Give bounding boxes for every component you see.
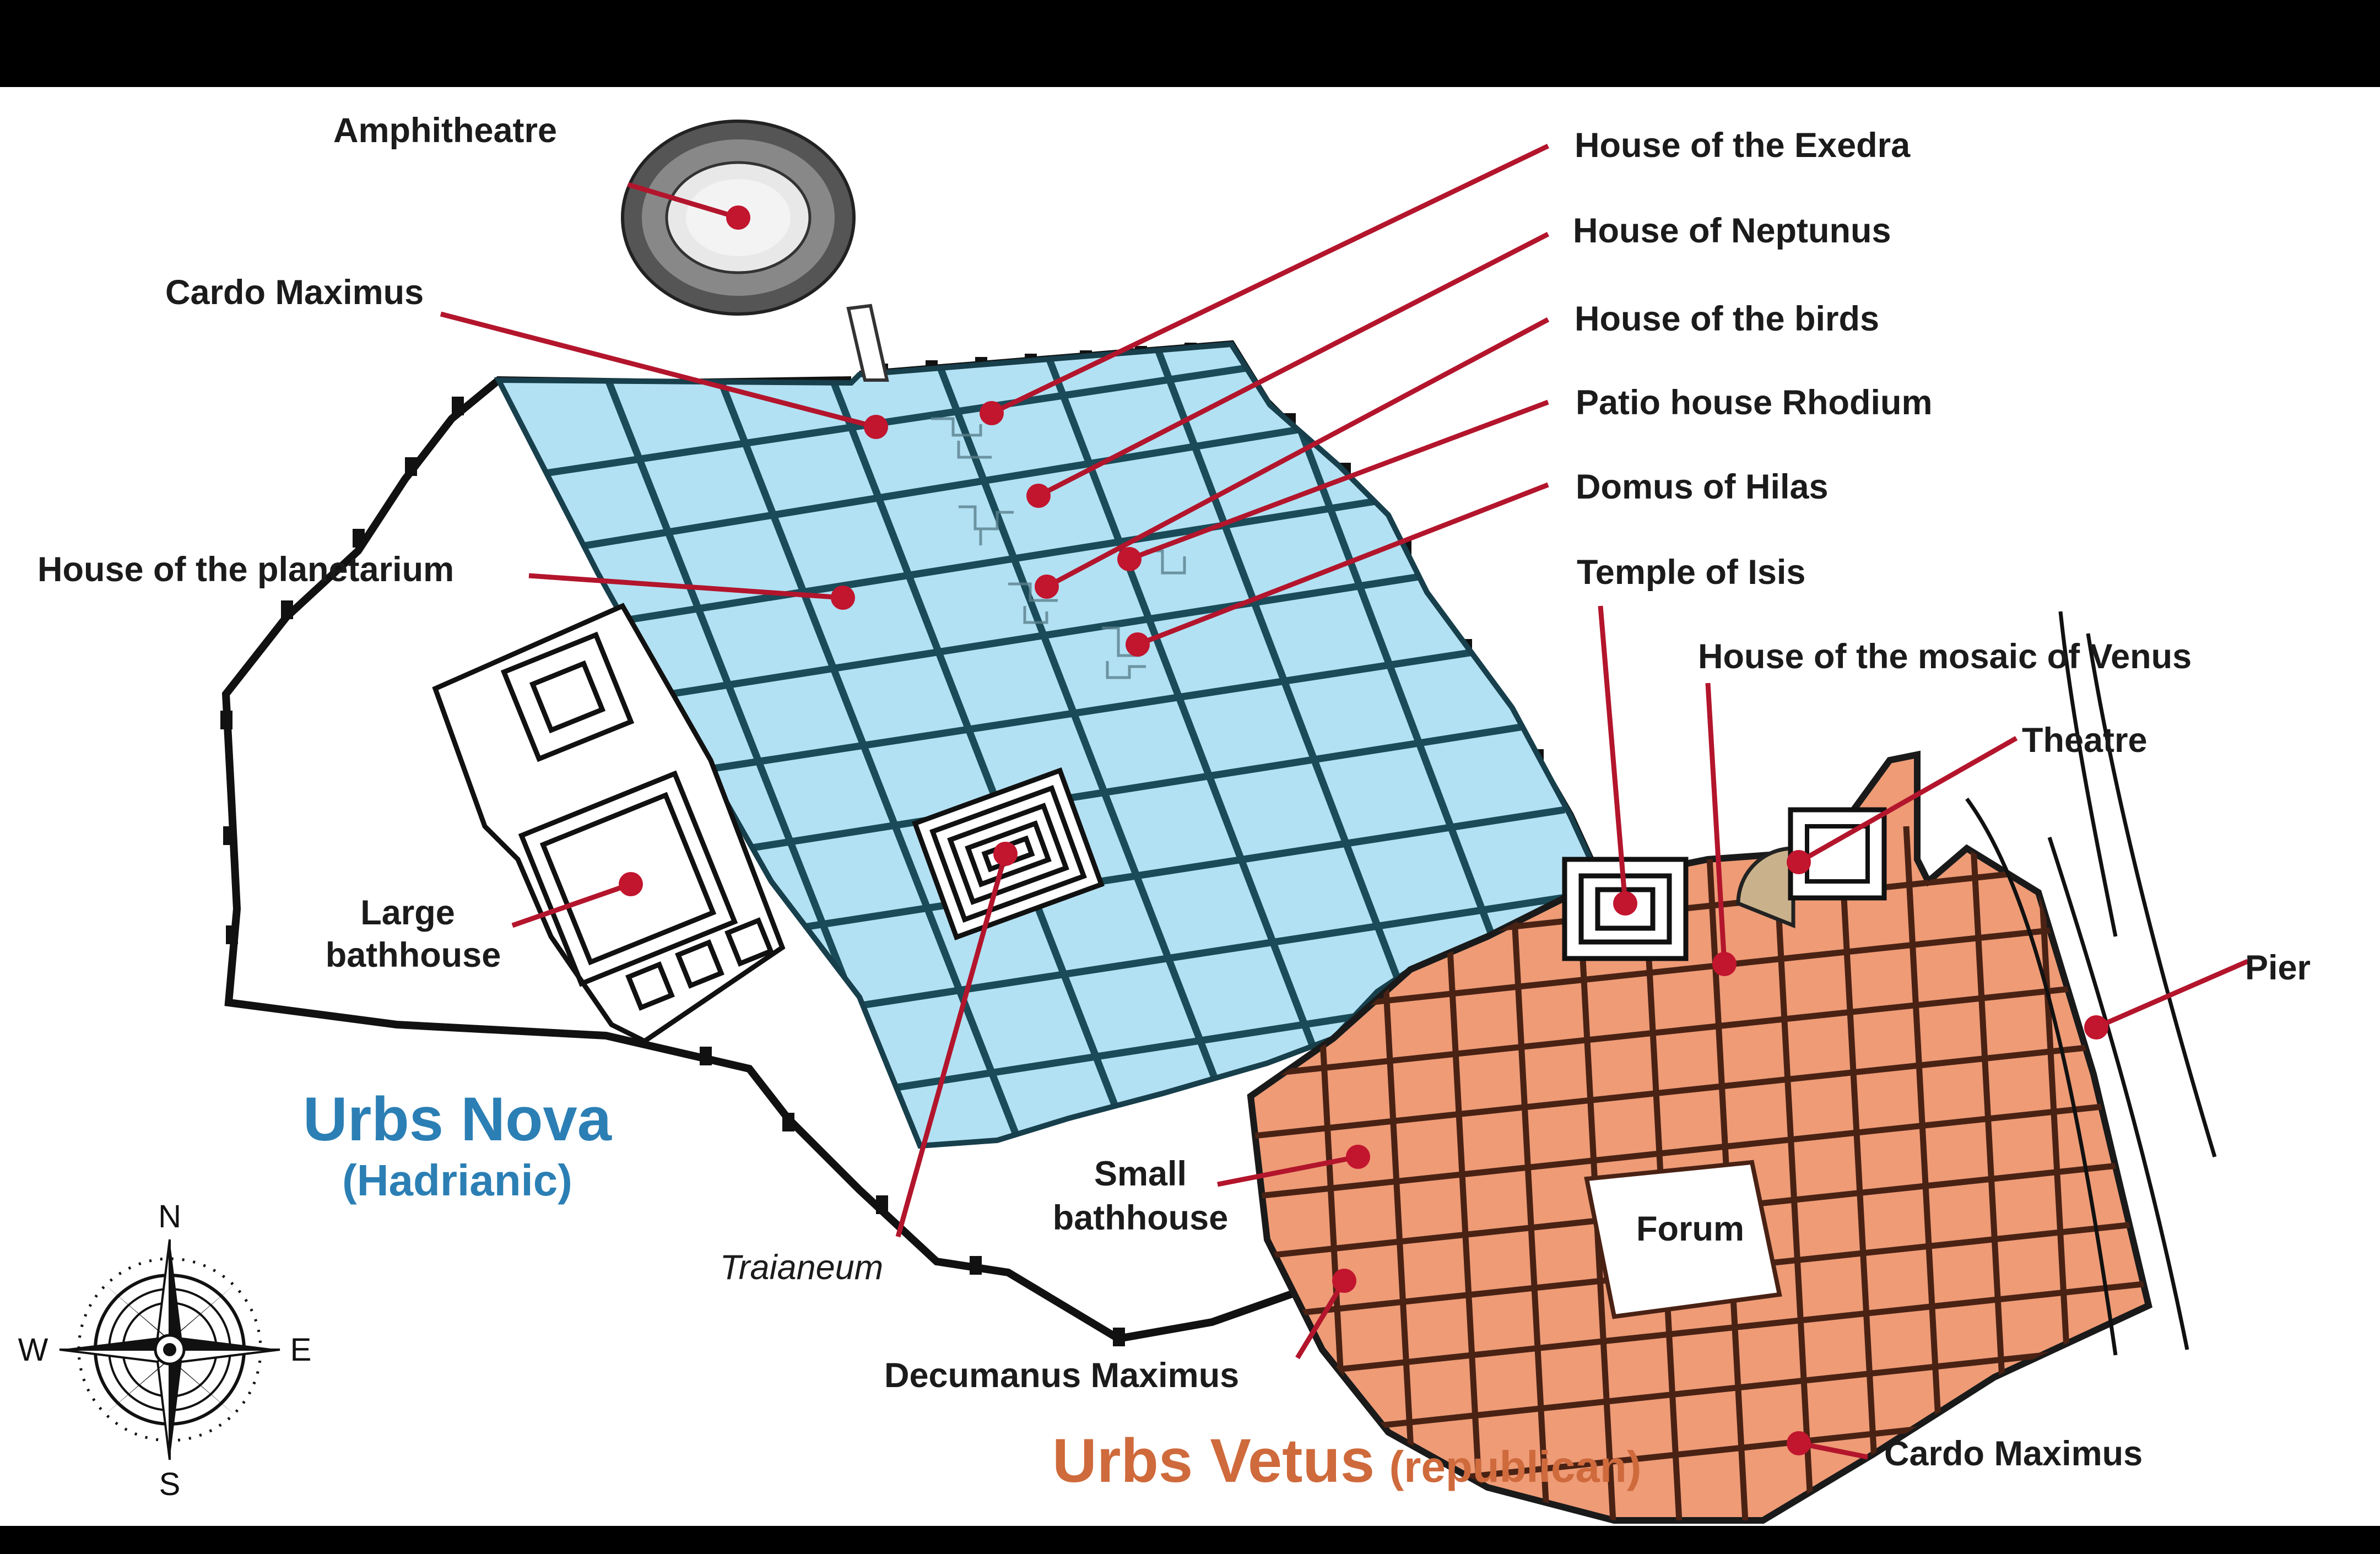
label-theatre: Theatre (2022, 721, 2148, 760)
marker-patio-rhodium (1117, 547, 1142, 571)
top-black-bar (0, 0, 2380, 87)
forum-square (1584, 1160, 1782, 1319)
marker-decumanus-maximus (1332, 1269, 1356, 1293)
large-bathhouse-plan (432, 603, 786, 1044)
urbs-vetus-period: (republican) (1389, 1442, 1642, 1491)
ruin-marks (931, 417, 1186, 679)
label-large-bathhouse-2: bathhouse (326, 936, 501, 974)
label-forum: Forum (1636, 1210, 1744, 1248)
marker-large-bathhouse (619, 872, 643, 896)
compass-s: S (159, 1466, 181, 1502)
place-labels: Amphitheatre Cardo Maximus House of the … (37, 111, 2311, 1473)
marker-traianeum (993, 842, 1018, 866)
label-decumanus-maximus: Decumanus Maximus (884, 1356, 1239, 1395)
marker-house-exedra (980, 401, 1004, 425)
urbs-nova-title: Urbs Nova (303, 1085, 612, 1154)
label-cardo-maximus-north: Cardo Maximus (165, 273, 424, 312)
label-house-mosaic-venus: House of the mosaic of Venus (1698, 637, 2192, 676)
compass-w: W (18, 1332, 48, 1368)
label-small-bathhouse-1: Small (1094, 1155, 1187, 1193)
label-temple-isis: Temple of Isis (1577, 553, 1805, 592)
amphitheatre-plan (621, 120, 889, 382)
marker-domus-hilas (1126, 632, 1150, 657)
location-markers (619, 205, 2108, 1455)
marker-house-birds (1035, 575, 1059, 599)
marker-house-planetarium (831, 586, 855, 610)
label-patio-rhodium: Patio house Rhodium (1576, 383, 1933, 422)
label-pier: Pier (2245, 949, 2311, 987)
marker-house-mosaic-venus (1712, 952, 1737, 976)
label-domus-hilas: Domus of Hilas (1576, 468, 1829, 506)
marker-temple-isis (1613, 891, 1637, 916)
label-house-birds: House of the birds (1575, 300, 1879, 338)
marker-cardo-maximus-north (864, 415, 888, 439)
compass-e: E (290, 1332, 312, 1368)
compass-n: N (158, 1199, 181, 1234)
marker-house-neptunus (1026, 484, 1051, 508)
label-amphitheatre: Amphitheatre (333, 111, 557, 150)
urbs-nova-period: (Hadrianic) (342, 1156, 572, 1205)
city-wall (221, 376, 1307, 1343)
pier-lines (1965, 611, 2217, 1356)
marker-amphitheatre (726, 205, 750, 230)
compass-rose: N S W E (18, 1199, 312, 1502)
leader-lines (440, 143, 2249, 1460)
label-cardo-maximus-south: Cardo Maximus (1884, 1434, 2143, 1473)
marker-cardo-maximus-south (1787, 1431, 1811, 1455)
marker-small-bathhouse (1346, 1145, 1370, 1169)
label-large-bathhouse-1: Large (360, 894, 455, 932)
label-traianeum: Traianeum (720, 1248, 883, 1287)
urbs-vetus-name: Urbs Vetus (1052, 1426, 1375, 1495)
label-house-neptunus: House of Neptunus (1573, 212, 1891, 250)
bottom-black-bar (0, 1526, 2380, 1551)
marker-theatre (1787, 850, 1811, 874)
label-house-planetarium: House of the planetarium (37, 550, 454, 589)
label-small-bathhouse-2: bathhouse (1053, 1199, 1229, 1237)
urbs-nova-area (499, 344, 1600, 1146)
marker-pier (2084, 1015, 2108, 1039)
urbs-vetus-title: Urbs Vetus (republican) (1052, 1426, 1641, 1495)
label-house-exedra: House of the Exedra (1575, 126, 1911, 165)
